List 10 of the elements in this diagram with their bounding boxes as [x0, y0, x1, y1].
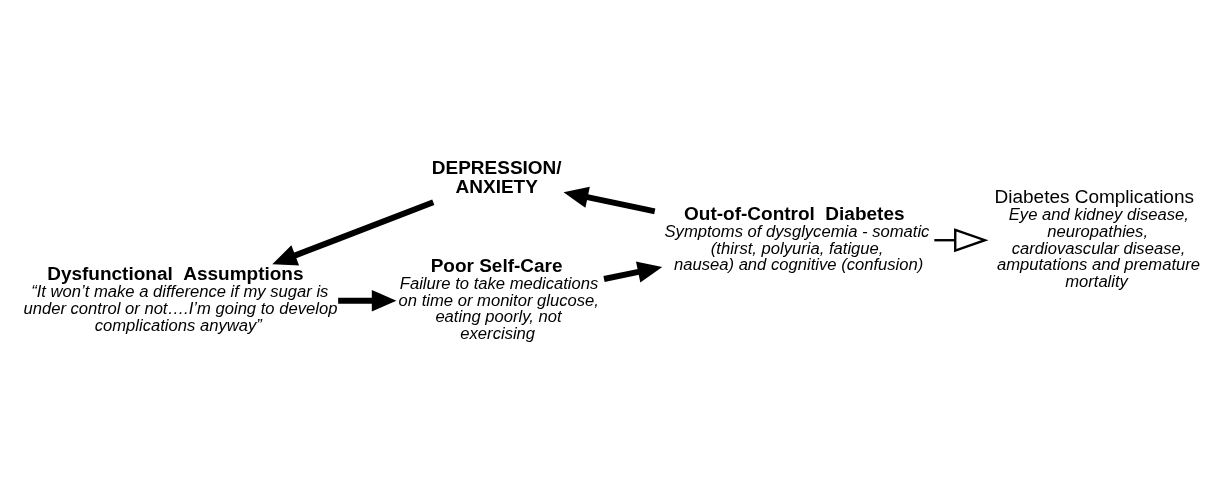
node-text: Poor Self-Care Failure to take medications on time or monitor glucose, eating poorly, not exercising	[398, 254, 599, 343]
node-text: DEPRESSION/ ANXIETY	[431, 156, 562, 196]
arrow	[272, 199, 435, 265]
node-text: Diabetes Complications Eye and kidney disease, neuropathies, cardiovascular disease, amputations and premature mortality	[994, 185, 1201, 291]
node-text: Out-of-Control Diabetes Symptoms of dysglycemia - somatic (thirst, polyuria, fatigue, nausea) and cognitive (confusion)	[664, 202, 930, 274]
arrow	[603, 260, 663, 283]
node-text: Dysfunctional Assumptions “It won’t make a difference if my sugar is under control or not….I’m going to develop complications anyway”	[23, 262, 338, 335]
arrow	[338, 289, 397, 312]
arrow	[563, 186, 656, 214]
arrow	[934, 227, 989, 252]
